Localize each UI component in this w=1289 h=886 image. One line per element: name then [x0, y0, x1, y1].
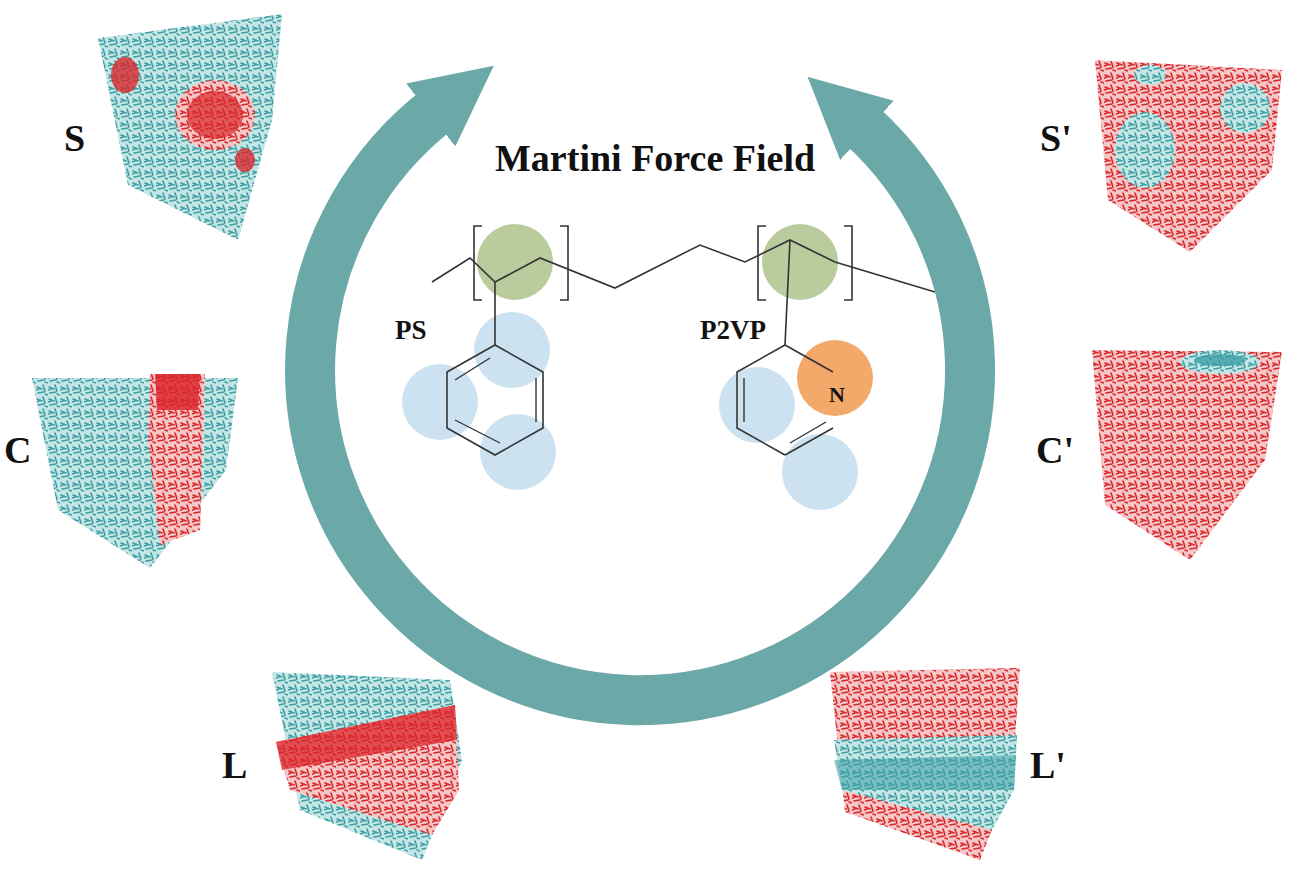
- polymer-label: PS: [395, 316, 427, 346]
- polymer-structure: [402, 224, 935, 510]
- morphology-c-prime: [1092, 350, 1282, 560]
- atom-label: N: [829, 383, 845, 407]
- morphology-s: [98, 14, 282, 240]
- polymer-label: P2VP: [700, 316, 766, 346]
- morphology-label: S: [64, 118, 85, 160]
- morphology-label: L': [1030, 745, 1066, 787]
- morphology-l: [272, 672, 462, 860]
- diagram-title: Martini Force Field: [495, 138, 815, 180]
- cycle-arrow: [310, 110, 970, 700]
- morphology-l-prime: [830, 668, 1020, 860]
- morphology-c: [32, 374, 238, 568]
- morphology-label: S': [1040, 118, 1072, 160]
- morphology-label: L: [222, 745, 247, 787]
- morphology-label: C': [1036, 430, 1074, 472]
- morphology-label: C: [4, 430, 31, 472]
- morphology-s-prime: [1095, 60, 1282, 252]
